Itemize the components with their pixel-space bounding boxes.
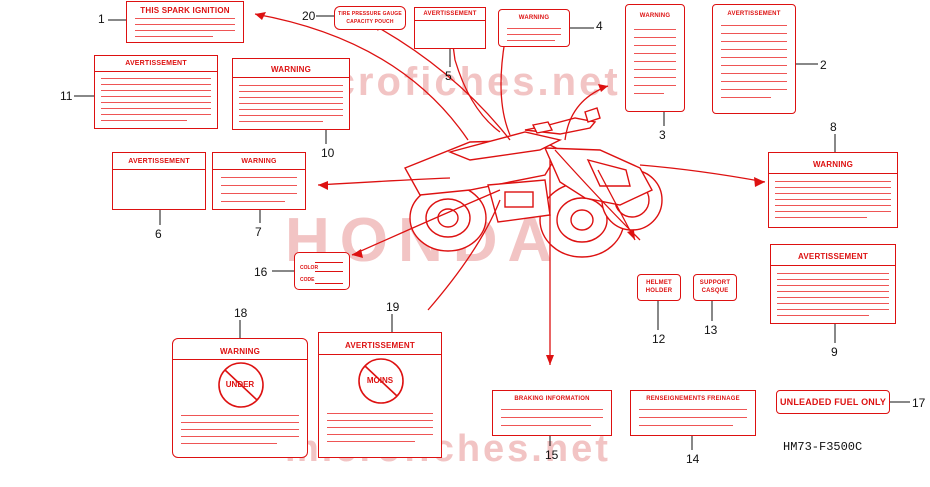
label-16-row1: COLOR (300, 265, 319, 271)
label-7-warning: WARNING (212, 152, 306, 210)
label-1-spark-ignition: THIS SPARK IGNITION (126, 1, 244, 43)
label-11-avertissement: AVERTISSEMENT (94, 55, 218, 129)
no-under-16-icon (218, 362, 264, 408)
label-6-avertissement: AVERTISSEMENT (112, 152, 206, 210)
label-8-text: WARNING (812, 160, 854, 169)
callout-18: 18 (234, 306, 248, 320)
label-18-seal-text: UNDER (225, 380, 255, 389)
callout-7: 7 (255, 225, 262, 239)
callout-9: 9 (831, 345, 838, 359)
label-14-renseignements-freinage: RENSEIGNEMENTS FREINAGE (630, 390, 756, 436)
callout-17: 17 (912, 396, 926, 410)
callout-6: 6 (155, 227, 162, 241)
label-18-text: WARNING (219, 347, 261, 356)
callout-13: 13 (704, 323, 718, 337)
label-12-text-line1: HELMET (646, 280, 672, 286)
label-12-text-line2: HOLDER (645, 288, 673, 294)
callout-11: 11 (60, 89, 73, 103)
callout-16: 16 (254, 265, 268, 279)
callout-1: 1 (98, 12, 105, 26)
label-5-avertissement: AVERTISSEMENT (414, 7, 486, 49)
label-11-text: AVERTISSEMENT (125, 60, 187, 67)
callout-4: 4 (596, 19, 603, 33)
label-2-text: AVERTISSEMENT (727, 11, 781, 17)
label-20-text-line2: CAPACITY POUCH (346, 19, 394, 25)
label-15-braking-information: BRAKING INFORMATION (492, 390, 612, 436)
callout-3: 3 (659, 128, 666, 142)
label-20-tire-gauge: TIRE PRESSURE GAUGE CAPACITY POUCH (334, 6, 406, 30)
label-8-warning: WARNING (768, 152, 898, 228)
callout-5: 5 (445, 69, 452, 83)
label-3-warning: WARNING (625, 4, 685, 112)
label-10-text: WARNING (270, 65, 312, 74)
figure-code: HM73-F3500C (783, 440, 863, 454)
label-3-text: WARNING (639, 13, 671, 19)
callout-19: 19 (386, 300, 400, 314)
label-19-avertissement: AVERTISSEMENT MOINS (318, 332, 442, 458)
label-6-text: AVERTISSEMENT (128, 158, 190, 165)
callout-15: 15 (545, 448, 559, 462)
callout-2: 2 (820, 58, 827, 72)
label-15-text: BRAKING INFORMATION (514, 396, 590, 402)
label-9-text: AVERTISSEMENT (797, 252, 868, 261)
callout-12: 12 (652, 332, 666, 346)
callout-8: 8 (830, 120, 837, 134)
label-18-warning: WARNING UNDER (172, 338, 308, 458)
label-2-avertissement: AVERTISSEMENT (712, 4, 796, 114)
label-17-unleaded-fuel: UNLEADED FUEL ONLY (776, 390, 890, 414)
label-19-text: AVERTISSEMENT (344, 341, 415, 350)
callout-10: 10 (321, 146, 335, 160)
label-14-text: RENSEIGNEMENTS FREINAGE (646, 396, 740, 402)
label-7-text: WARNING (241, 158, 277, 165)
label-13-text-line1: SUPPORT (699, 280, 731, 286)
label-9-avertissement: AVERTISSEMENT (770, 244, 896, 324)
callout-14: 14 (686, 452, 700, 466)
label-19-seal-text: MOINS (366, 376, 394, 385)
label-4-warning: WARNING (498, 9, 570, 47)
label-1-text: THIS SPARK IGNITION (140, 6, 230, 15)
label-12-helmet-holder: HELMET HOLDER (637, 274, 681, 301)
label-16-row2: CODE (300, 277, 315, 283)
label-5-text: AVERTISSEMENT (423, 11, 477, 17)
label-4-text: WARNING (518, 15, 550, 21)
label-13-support-casque: SUPPORT CASQUE (693, 274, 737, 301)
callout-20: 20 (302, 9, 316, 23)
label-10-warning: WARNING (232, 58, 350, 130)
no-moins-16-icon (358, 358, 404, 404)
label-17-text: UNLEADED FUEL ONLY (779, 397, 887, 407)
label-16-color-code: COLOR CODE (294, 252, 350, 290)
label-13-text-line2: CASQUE (701, 288, 729, 294)
label-20-text-line1: TIRE PRESSURE GAUGE (338, 11, 402, 17)
